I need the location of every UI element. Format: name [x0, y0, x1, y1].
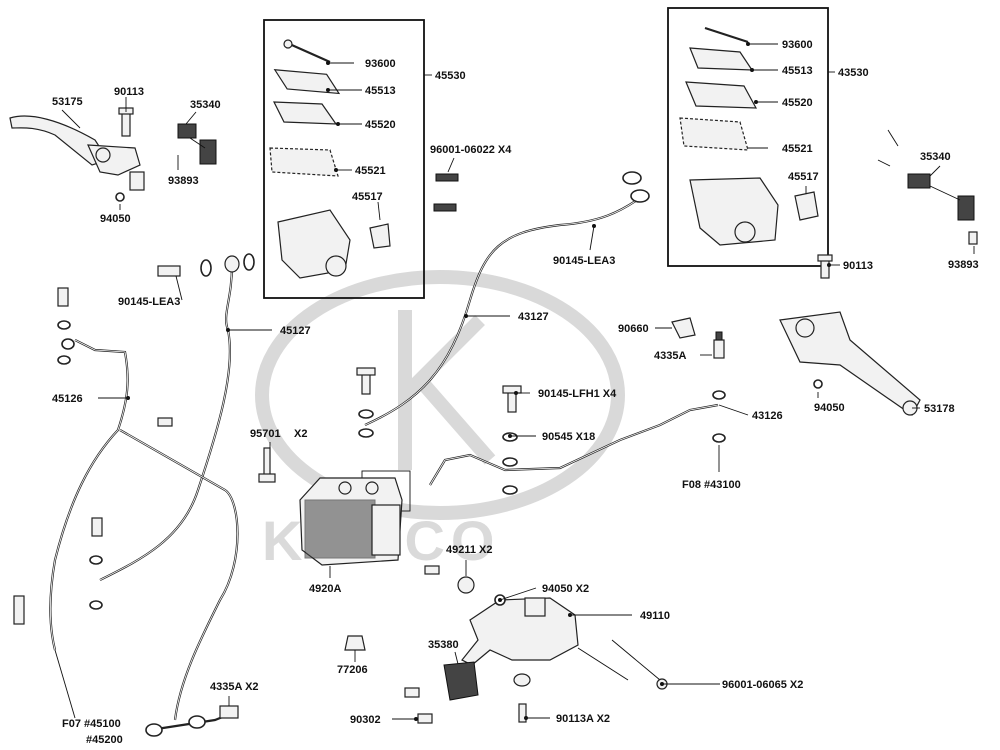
label-45520-right: 45520 — [782, 97, 813, 109]
clip-90660 — [671, 317, 696, 339]
master-cylinder-kit-frame-right — [667, 7, 829, 267]
label-45517-right: 45517 — [788, 171, 819, 183]
label-93893-left: 93893 — [168, 175, 199, 187]
label-90145-lea3-right: 90145-LEA3 — [553, 255, 615, 267]
bolt-90113-right — [817, 254, 833, 279]
label-90145-lea3-left: 90145-LEA3 — [118, 296, 180, 308]
label-f08-43100: F08 #43100 — [682, 479, 741, 491]
label-45513-right: 45513 — [782, 65, 813, 77]
label-94050-left: 94050 — [100, 213, 131, 225]
pressure-switch-4335a — [713, 331, 725, 359]
bolt-95701 — [258, 447, 276, 483]
label-45521-right: 45521 — [782, 143, 813, 155]
label-94050-right: 94050 — [814, 402, 845, 414]
abs-modulator-4920a — [299, 477, 403, 566]
label-45530: 45530 — [435, 70, 466, 82]
label-43127: 43127 — [518, 311, 549, 323]
label-93893-right: 93893 — [948, 259, 979, 271]
label-4335a: 4335A — [654, 350, 686, 362]
label-95701-qty: X2 — [294, 428, 307, 440]
master-cylinder-right-parts — [679, 26, 819, 246]
label-90302: 90302 — [350, 714, 381, 726]
long-bolts-96001-06065 — [577, 639, 668, 690]
washers-right-column — [712, 390, 726, 443]
label-f07-45100: F07 #45100 — [62, 718, 121, 730]
label-90545: 90545 X18 — [542, 431, 595, 443]
bolt-small-center — [424, 565, 440, 575]
bolts-96001-06022 — [433, 171, 650, 212]
label-45126: 45126 — [52, 393, 83, 405]
label-4920a: 4920A — [309, 583, 341, 595]
switch-35340-left — [177, 123, 217, 165]
label-77206: 77206 — [337, 664, 368, 676]
label-43530: 43530 — [838, 67, 869, 79]
master-cylinder-left-parts — [269, 39, 391, 279]
label-45521-left: 45521 — [355, 165, 386, 177]
brake-hoses — [49, 197, 719, 732]
part-number-labels: 53175 90113 35340 93893 94050 45530 9360… — [52, 39, 979, 746]
label-96001-06022: 96001-06022 X4 — [430, 144, 512, 156]
grommet-49211 — [457, 576, 475, 594]
bolt-90113a — [518, 703, 527, 723]
label-93600-left: 93600 — [365, 58, 396, 70]
label-90145-lfh1: 90145-LFH1 X4 — [538, 388, 617, 400]
label-45200: #45200 — [86, 734, 123, 746]
label-90113a: 90113A X2 — [556, 713, 610, 725]
bolt-90302 — [404, 687, 433, 724]
label-35340-left: 35340 — [190, 99, 221, 111]
label-94050-x2: 94050 X2 — [542, 583, 589, 595]
label-35340-right: 35340 — [920, 151, 951, 163]
label-45517-left: 45517 — [352, 191, 383, 203]
label-43126: 43126 — [752, 410, 783, 422]
rubber-mount — [513, 673, 531, 687]
label-35380: 35380 — [428, 639, 459, 651]
label-49110: 49110 — [640, 610, 670, 622]
label-93600-right: 93600 — [782, 39, 813, 51]
label-53178: 53178 — [924, 403, 955, 415]
bracket-49110 — [461, 597, 579, 666]
label-90113-right: 90113 — [843, 260, 873, 272]
label-45520-left: 45520 — [365, 119, 396, 131]
label-90660: 90660 — [618, 323, 649, 335]
label-45513-left: 45513 — [365, 85, 396, 97]
label-53175: 53175 — [52, 96, 83, 108]
banjo-bolts-center — [356, 367, 522, 495]
label-49211: 49211 X2 — [446, 544, 493, 556]
label-45127: 45127 — [280, 325, 311, 337]
label-95701: 95701 — [250, 428, 281, 440]
master-cylinder-kit-frame-left — [263, 19, 425, 299]
label-4335a-x2: 4335A X2 — [210, 681, 259, 693]
switch-35340-right — [877, 129, 978, 245]
wheel-speed-sensor-35380 — [443, 661, 479, 701]
banjo-bolt-90145-lea3-left — [157, 253, 255, 277]
bolt-90113-left — [118, 107, 134, 137]
label-90113-left: 90113 — [114, 86, 144, 98]
left-column-fittings — [13, 287, 239, 737]
label-96001-06065: 96001-06065 X2 — [722, 679, 803, 691]
brake-lever-right-53178 — [779, 311, 921, 416]
leader-lines — [54, 42, 975, 721]
nut-77206 — [344, 635, 366, 651]
brake-lever-left-53175 — [9, 115, 145, 191]
